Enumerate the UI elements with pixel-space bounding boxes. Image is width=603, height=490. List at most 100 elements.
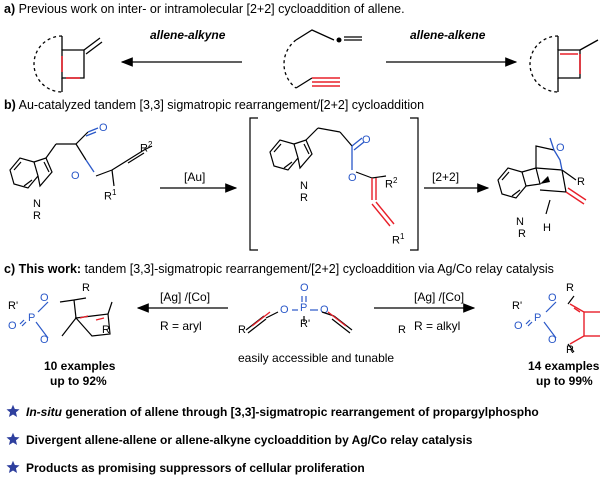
center-substrate-red (251, 311, 347, 327)
section-a-right-structure (529, 35, 599, 93)
section-a-title: Previous work on inter- or intramolecula… (18, 2, 405, 16)
star-icon (6, 432, 20, 446)
intermediate-brackets (249, 117, 419, 251)
bullet-2: Divergent allene-allene or allene-alkyne… (26, 433, 472, 447)
atom-o-int2: O (348, 172, 357, 184)
center-substrate-blue (292, 296, 318, 311)
section-a-left-red-bonds (61, 56, 80, 79)
allene-alkyne-label: allene-alkyne (150, 28, 226, 42)
atom-rprime-center: R' (300, 318, 311, 330)
product-b-wedge (540, 176, 550, 184)
phosphate-right-red (569, 303, 600, 345)
left-condition-label: R = aryl (160, 319, 202, 333)
right-examples: 14 examples (528, 359, 600, 373)
right-yield: up to 99% (536, 374, 593, 388)
center-caption: easily accessible and tunable (238, 351, 395, 365)
atom-o-center-top: O (300, 282, 309, 294)
atom-p-center: P (300, 302, 308, 314)
atom-r-left-top: R (82, 282, 90, 294)
atom-n-prod: N (516, 216, 524, 228)
phosphate-right (567, 295, 575, 353)
left-yield: up to 92% (50, 374, 107, 388)
r2-int-letter: R (385, 178, 393, 191)
star-icon (6, 460, 20, 474)
left-examples: 10 examples (44, 359, 116, 373)
atom-rprime-right: R' (512, 300, 523, 312)
bullet-1: In-situ generation of allene through [3,… (26, 405, 539, 419)
allene-alkene-label: allene-alkene (410, 28, 486, 42)
atom-r-center-left: R (238, 324, 246, 336)
phosphate-left-blue (19, 301, 49, 339)
ester-blue-start (85, 127, 99, 173)
product-b-blue (549, 137, 563, 171)
r1-letter: R (104, 190, 112, 203)
section-b-heading: b) Au-catalyzed tandem [3,3] sigmatropic… (4, 98, 424, 112)
atom-p-right: P (534, 312, 542, 324)
atom-r2-start: R2 (140, 140, 152, 155)
right-catalyst-label: [Ag] /[Co] (414, 290, 465, 304)
atom-o-prod: O (556, 142, 565, 154)
right-condition-label: R = alkyl (414, 319, 461, 333)
section-c-label: c) This work: (4, 262, 82, 276)
atom-r-start: R (33, 210, 41, 222)
au-catalyst-label: [Au] (184, 170, 206, 184)
atom-o-ester1: O (99, 122, 108, 134)
section-a-heading: a) Previous work on inter- or intramolec… (4, 2, 405, 16)
bullet-3: Products as promising suppressors of cel… (26, 461, 365, 475)
atom-o-left-1: O (40, 292, 49, 304)
atom-r-int: R (300, 192, 308, 204)
atom-r1-int: R1 (392, 232, 404, 247)
allene-red-intermediate (371, 178, 395, 227)
r1-int-sup: 1 (399, 232, 405, 241)
atom-o-int1: O (362, 134, 371, 146)
phosphate-left-red (79, 315, 105, 321)
atom-r2-int: R2 (385, 176, 397, 191)
product-b-red (565, 187, 587, 205)
atom-o-center-left: O (280, 304, 289, 316)
atom-r-prod-right: R (577, 176, 585, 188)
r2-int-sup: 2 (392, 176, 398, 185)
atom-o-right-2: O (548, 334, 557, 346)
r2-sup: 2 (147, 140, 153, 149)
atom-r-right-bottom: R (566, 344, 574, 356)
section-b-title: Au-catalyzed tandem [3,3] sigmatropic re… (18, 98, 425, 112)
atom-r-right-top: R (566, 282, 574, 294)
section-a-center-red-bonds (312, 77, 340, 87)
section-a-left-structure (33, 35, 103, 93)
atom-r1-start: R1 (104, 188, 116, 203)
bullet-1-italic: In-situ (26, 405, 62, 419)
atom-n-start: N (33, 198, 41, 210)
phosphate-right-blue (525, 301, 557, 339)
bullet-2-text: Divergent allene-allene or allene-alkyne… (26, 433, 473, 447)
atom-o-right-dbl: O (514, 320, 523, 332)
bullet-1-text: generation of allene through [3,3]-sigma… (65, 405, 539, 419)
allene-center-dot (336, 37, 342, 43)
atom-p-left: P (28, 312, 36, 324)
atom-n-int: N (300, 180, 308, 192)
section-b-letter: b) (4, 98, 16, 112)
atom-o-left-2: O (40, 334, 49, 346)
center-substrate (245, 311, 353, 334)
indole-intermediate (269, 127, 387, 179)
section-a-right-red-bonds (560, 53, 581, 74)
r1-int-letter: R (392, 234, 400, 247)
section-c-title: tandem [3,3]-sigmatropic rearrangement/[… (84, 262, 554, 276)
indole-start (9, 131, 153, 189)
atom-r-prod-n: R (518, 228, 526, 240)
r2-letter: R (140, 142, 148, 155)
section-a-letter: a) (4, 2, 16, 16)
left-catalyst-label: [Ag] /[Co] (160, 290, 211, 304)
section-a-center-structure (283, 29, 362, 89)
atom-o-left-dbl: O (8, 320, 17, 332)
bullet-3-text: Products as promising suppressors of cel… (26, 461, 365, 475)
cycloaddition-label: [2+2] (432, 170, 460, 184)
product-b (497, 145, 577, 215)
alkyne-start (127, 152, 145, 164)
atom-o-right-1: O (548, 292, 557, 304)
atom-h-prod: H (543, 222, 551, 234)
star-icon (6, 404, 20, 418)
section-c-heading: c) This work: tandem [3,3]-sigmatropic r… (4, 262, 554, 276)
ester-blue-intermediate (351, 137, 365, 170)
r1-sup: 1 (111, 188, 117, 197)
